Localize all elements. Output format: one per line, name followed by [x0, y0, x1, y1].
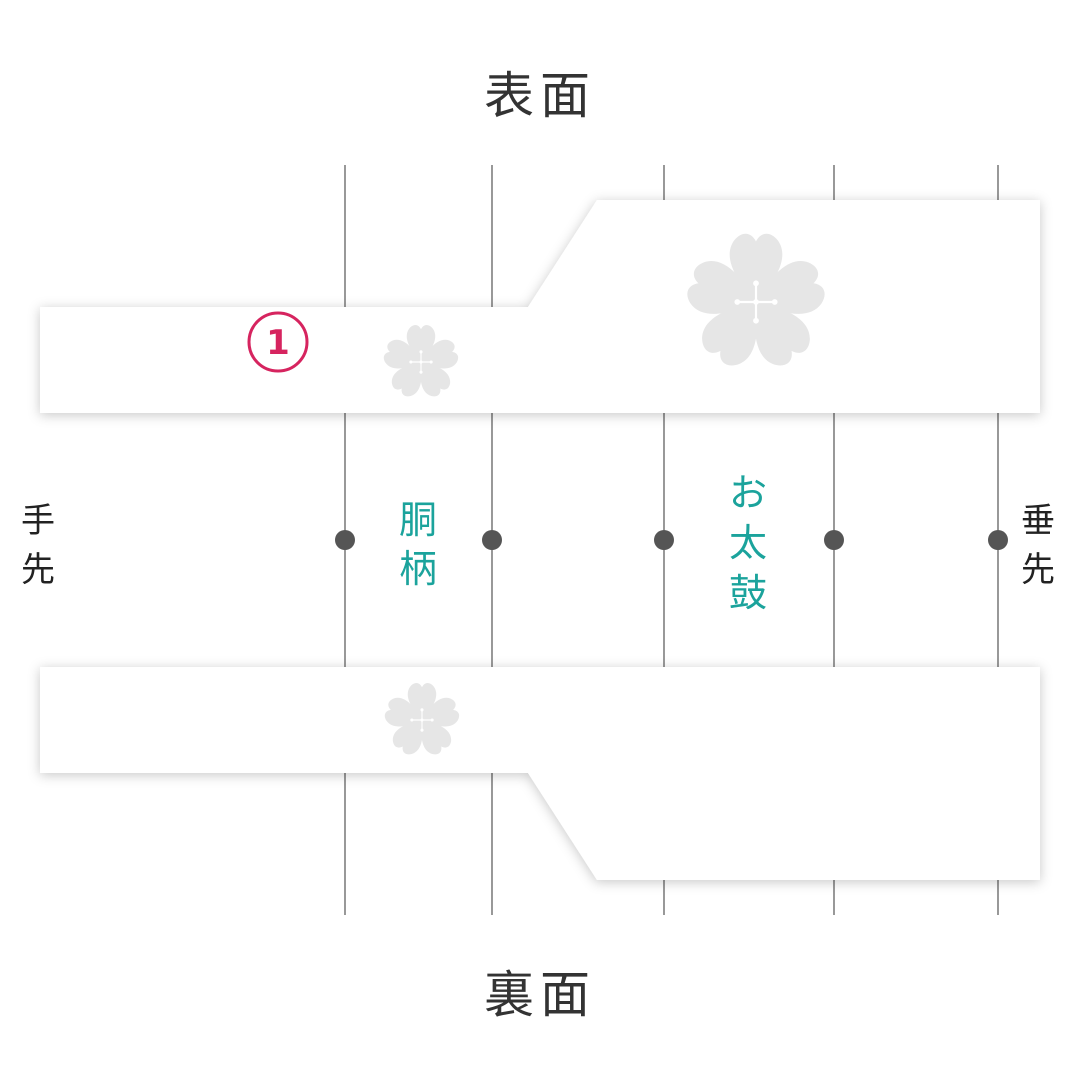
section-middle-char-2: 柄: [399, 547, 437, 591]
right-end-char-2: 先: [1021, 550, 1055, 590]
section-dot: [654, 530, 674, 550]
back-band: [40, 667, 1040, 880]
section-dot: [824, 530, 844, 550]
badge-circle: [247, 311, 309, 373]
section-middle-char-1: 胴: [399, 498, 437, 542]
back-title: 裏面: [484, 966, 596, 1024]
number-badge: 1: [247, 311, 309, 373]
section-dots: [335, 530, 1008, 550]
section-right-char-2: 太: [729, 521, 767, 565]
front-band: [40, 200, 1040, 413]
section-dot: [988, 530, 1008, 550]
front-title: 表面: [484, 67, 596, 125]
section-dot: [482, 530, 502, 550]
section-dot: [335, 530, 355, 550]
section-right-char-1: お: [729, 471, 767, 515]
badge-number: 1: [266, 323, 290, 363]
left-end-char-1: 手: [21, 501, 55, 541]
left-end-char-2: 先: [21, 550, 55, 590]
right-end-char-1: 垂: [1021, 501, 1055, 541]
section-right-char-3: 鼓: [729, 571, 767, 615]
